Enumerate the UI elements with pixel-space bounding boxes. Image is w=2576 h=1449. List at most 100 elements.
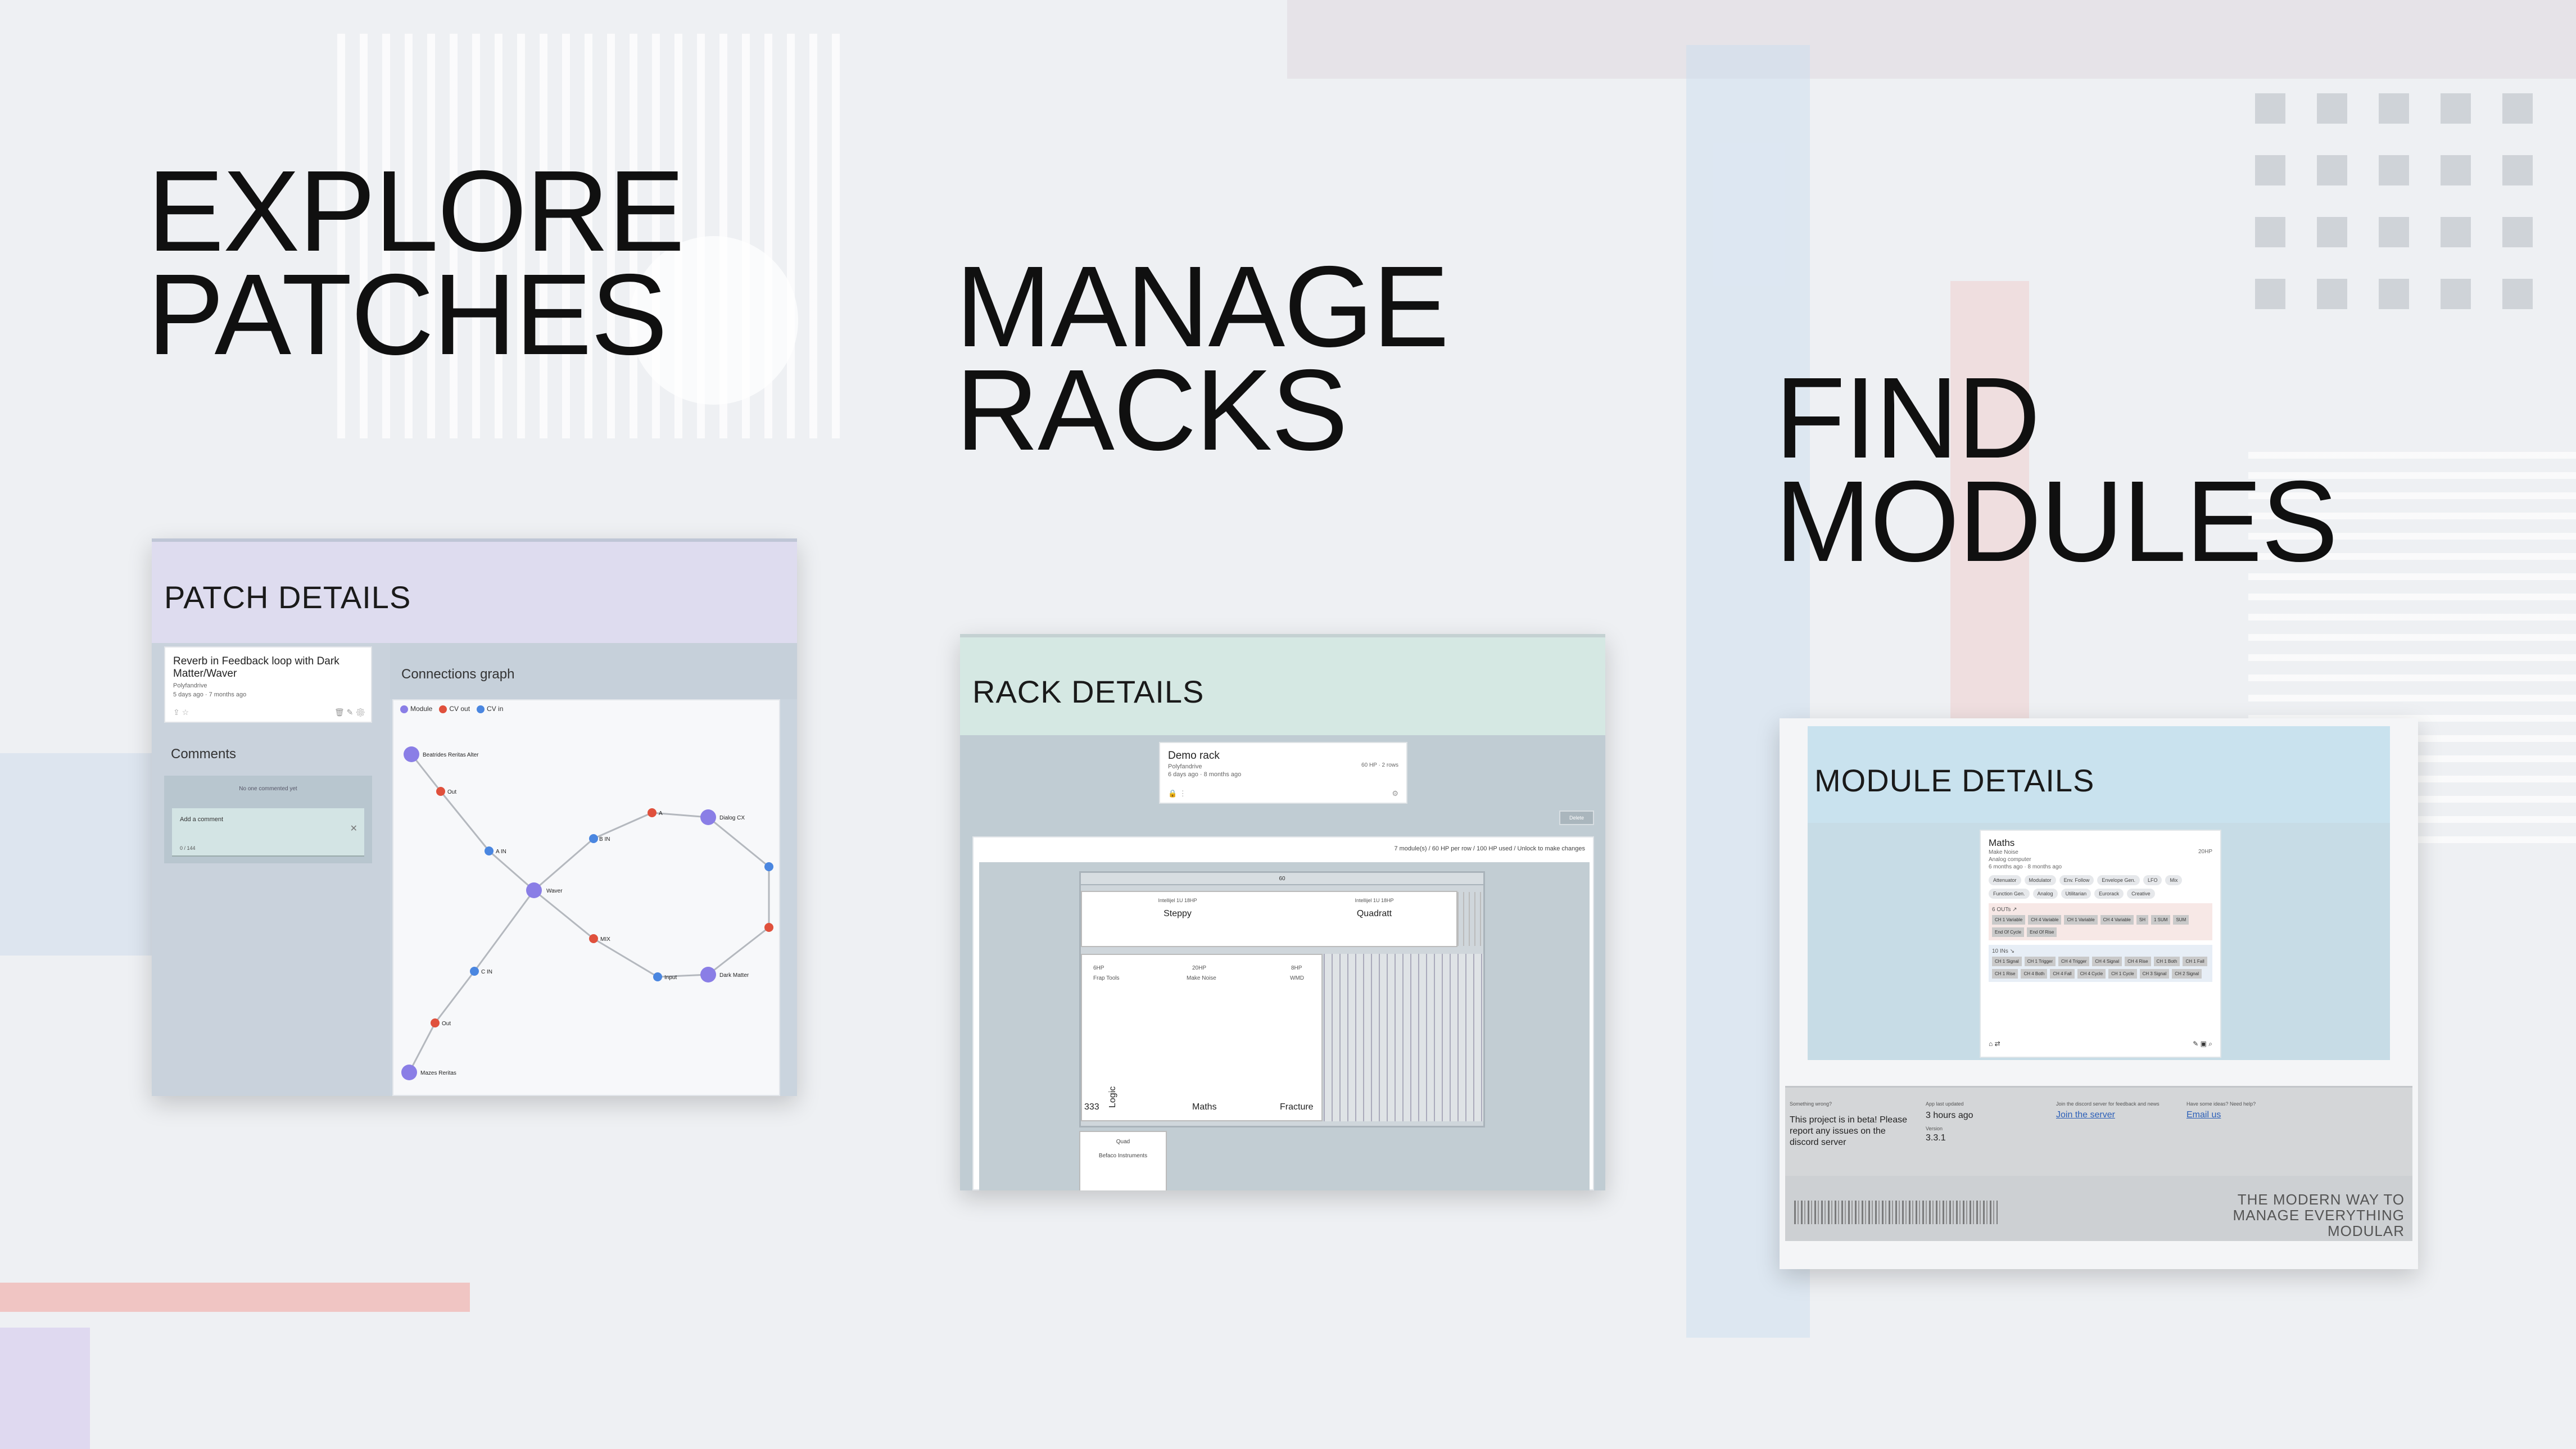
input-chip[interactable]: CH 4 Trigger bbox=[2058, 957, 2090, 966]
node-cv-in bbox=[485, 846, 494, 855]
node-module bbox=[401, 1065, 417, 1080]
comments-empty-text: No one commented yet bbox=[239, 786, 297, 792]
input-chip[interactable]: CH 4 Cycle bbox=[2077, 969, 2106, 979]
legend-cv-in: CV in bbox=[477, 705, 503, 713]
input-chip[interactable]: CH 4 Both bbox=[2021, 969, 2048, 979]
module-time: 6 months ago · 8 months ago bbox=[1989, 864, 2062, 870]
output-chip[interactable]: 1 SUM bbox=[2151, 915, 2171, 925]
output-chip[interactable]: End Of Cycle bbox=[1992, 927, 2025, 937]
module-tag[interactable]: Creative bbox=[2127, 889, 2155, 899]
module-hp: 8HP bbox=[1291, 965, 1302, 971]
headline-line-1: MANAGE bbox=[956, 242, 1449, 371]
module-tag[interactable]: Analog bbox=[2032, 889, 2058, 899]
node-label: Dark Matter bbox=[719, 972, 749, 979]
footer-small: Version bbox=[1926, 1126, 1943, 1131]
headline-line-2: PATCHES bbox=[147, 250, 668, 379]
delete-button[interactable]: Delete bbox=[1559, 810, 1594, 825]
output-chip[interactable]: SUM bbox=[2173, 915, 2189, 925]
module-tag[interactable]: Env. Follow bbox=[2059, 875, 2094, 885]
node-label: B IN bbox=[599, 836, 610, 843]
empty-slots bbox=[1457, 892, 1486, 946]
node-module bbox=[700, 967, 716, 982]
output-chip[interactable]: CH 1 Variable bbox=[2064, 915, 2098, 925]
input-chip[interactable]: CH 1 Trigger bbox=[2024, 957, 2056, 966]
module-tag[interactable]: Modulator bbox=[2024, 875, 2056, 885]
output-chip[interactable]: CH 4 Variable bbox=[2028, 915, 2062, 925]
headline-line-2: RACKS bbox=[956, 346, 1348, 474]
input-chip[interactable]: CH 4 Rise bbox=[2125, 957, 2151, 966]
join-server-link[interactable]: Join the server bbox=[2056, 1110, 2115, 1120]
input-chip[interactable]: CH 4 Fall bbox=[2050, 969, 2075, 979]
rack-header: RACK DETAILS bbox=[960, 634, 1605, 735]
module-maths[interactable]: Maths bbox=[1192, 1102, 1217, 1112]
email-us-link[interactable]: Email us bbox=[2186, 1110, 2221, 1120]
footer-version: 3.3.1 bbox=[1926, 1133, 1946, 1143]
footer-small: Have some ideas? Need help? bbox=[2186, 1101, 2256, 1107]
output-chip[interactable]: SH bbox=[2136, 915, 2148, 925]
rack-module[interactable]: Intellijel 1U 18HP Quadratt bbox=[1318, 898, 1430, 919]
comment-input[interactable]: Add a comment ✕ 0 / 144 bbox=[172, 808, 364, 857]
module-tag[interactable]: Utilitarian bbox=[2061, 889, 2091, 899]
module-tag[interactable]: Function Gen. bbox=[1989, 889, 2030, 899]
tagline: THE MODERN WAY TO MANAGE EVERYTHING MODU… bbox=[2233, 1191, 2405, 1239]
module-fracture[interactable]: Fracture bbox=[1280, 1102, 1314, 1112]
module-tag[interactable]: Attenuator bbox=[1989, 875, 2021, 885]
tile-name: Quad bbox=[1116, 1139, 1130, 1145]
headline-manage-racks: MANAGE RACKS bbox=[956, 242, 1449, 474]
headline-find-modules: FIND MODULES bbox=[1775, 360, 2338, 586]
rack-module[interactable]: Intellijel 1U 18HP Steppy bbox=[1121, 898, 1234, 919]
input-chip[interactable]: CH 1 Fall bbox=[2183, 957, 2207, 966]
settings-icon[interactable]: ⚙ bbox=[1392, 789, 1398, 798]
rack-rows: 60 HP · 2 rows bbox=[1361, 762, 1398, 768]
module-333[interactable]: 333 bbox=[1084, 1102, 1099, 1112]
headline-line-2: MODULES bbox=[1775, 457, 2338, 586]
input-chip[interactable]: CH 1 Rise bbox=[1992, 969, 2018, 979]
connections-graph[interactable]: Module CV out CV in bbox=[392, 699, 780, 1096]
rack-author[interactable]: Polyfandrive bbox=[1168, 763, 1202, 770]
module-info-card: Maths Make Noise Analog computer 6 month… bbox=[1980, 830, 2221, 1058]
input-chip[interactable]: CH 1 Cycle bbox=[2108, 969, 2137, 979]
patch-info-card[interactable]: Reverb in Feedback loop with Dark Matter… bbox=[164, 646, 372, 723]
background-red-strip-bottom bbox=[0, 1283, 470, 1312]
patch-header: PATCH DETAILS bbox=[152, 538, 797, 643]
module-format: Intellijel 1U 18HP bbox=[1158, 898, 1197, 903]
graph-svg[interactable]: Beatrides Reritas Alter Out A IN Waver B… bbox=[393, 700, 781, 1096]
patch-author[interactable]: Polyfandrive bbox=[173, 682, 207, 689]
module-logic[interactable]: Logic bbox=[1108, 1086, 1117, 1108]
footer-small: App last updated bbox=[1926, 1101, 1964, 1107]
edit-icons[interactable]: 🗑 ✎ ⚙ bbox=[334, 708, 365, 717]
footer-bottom: THE MODERN WAY TO MANAGE EVERYTHING MODU… bbox=[1785, 1176, 2412, 1241]
module-maker[interactable]: Make Noise bbox=[1989, 849, 2018, 855]
module-tag[interactable]: Mix bbox=[2165, 875, 2183, 885]
rack-panel: 7 module(s) / 60 HP per row / 100 HP use… bbox=[972, 836, 1594, 1190]
footer-discord: Join the discord server for feedback and… bbox=[2056, 1101, 2160, 1120]
module-tag[interactable]: Eurorack bbox=[2094, 889, 2124, 899]
headline-line-1: EXPLORE bbox=[147, 147, 685, 275]
rack-details-screenshot: RACK DETAILS Demo rack Polyfandrive 6 da… bbox=[960, 634, 1605, 1190]
comments-box: No one commented yet Add a comment ✕ 0 /… bbox=[164, 776, 372, 863]
module-tag[interactable]: Envelope Gen. bbox=[2097, 875, 2140, 885]
share-icon[interactable]: ⇪ ☆ bbox=[173, 708, 189, 717]
home-icon[interactable]: ⌂ ⇄ bbox=[1989, 1040, 2000, 1048]
footer-beta-text: This project is in beta! Please report a… bbox=[1790, 1115, 1907, 1147]
input-chip[interactable]: CH 2 Signal bbox=[2172, 969, 2202, 979]
clear-icon[interactable]: ✕ bbox=[350, 824, 357, 834]
output-chip[interactable]: End Of Rise bbox=[2027, 927, 2057, 937]
edit-search-icons[interactable]: ✎ ▣ ⌕ bbox=[2193, 1040, 2212, 1048]
input-chip[interactable]: CH 1 Signal bbox=[1992, 957, 2022, 966]
background-purple-square bbox=[0, 1328, 90, 1449]
rack-info-card[interactable]: Demo rack Polyfandrive 6 days ago · 8 mo… bbox=[1159, 742, 1407, 804]
output-chip[interactable]: CH 4 Variable bbox=[2100, 915, 2134, 925]
patch-details-screenshot: PATCH DETAILS Reverb in Feedback loop wi… bbox=[152, 538, 797, 1096]
input-chip[interactable]: CH 1 Both bbox=[2153, 957, 2180, 966]
module-tag[interactable]: LFO bbox=[2143, 875, 2162, 885]
module-tile[interactable]: Quad Befaco Instruments bbox=[1079, 1131, 1167, 1190]
output-chip[interactable]: CH 1 Variable bbox=[1992, 915, 2026, 925]
input-chip[interactable]: CH 3 Signal bbox=[2139, 969, 2170, 979]
barcode-graphic bbox=[1794, 1201, 1998, 1224]
background-dot-grid bbox=[2255, 93, 2533, 309]
module-maker: WMD bbox=[1290, 975, 1304, 981]
input-chip[interactable]: CH 4 Signal bbox=[2092, 957, 2122, 966]
lock-icon[interactable]: 🔒 ⋮ bbox=[1168, 789, 1187, 798]
